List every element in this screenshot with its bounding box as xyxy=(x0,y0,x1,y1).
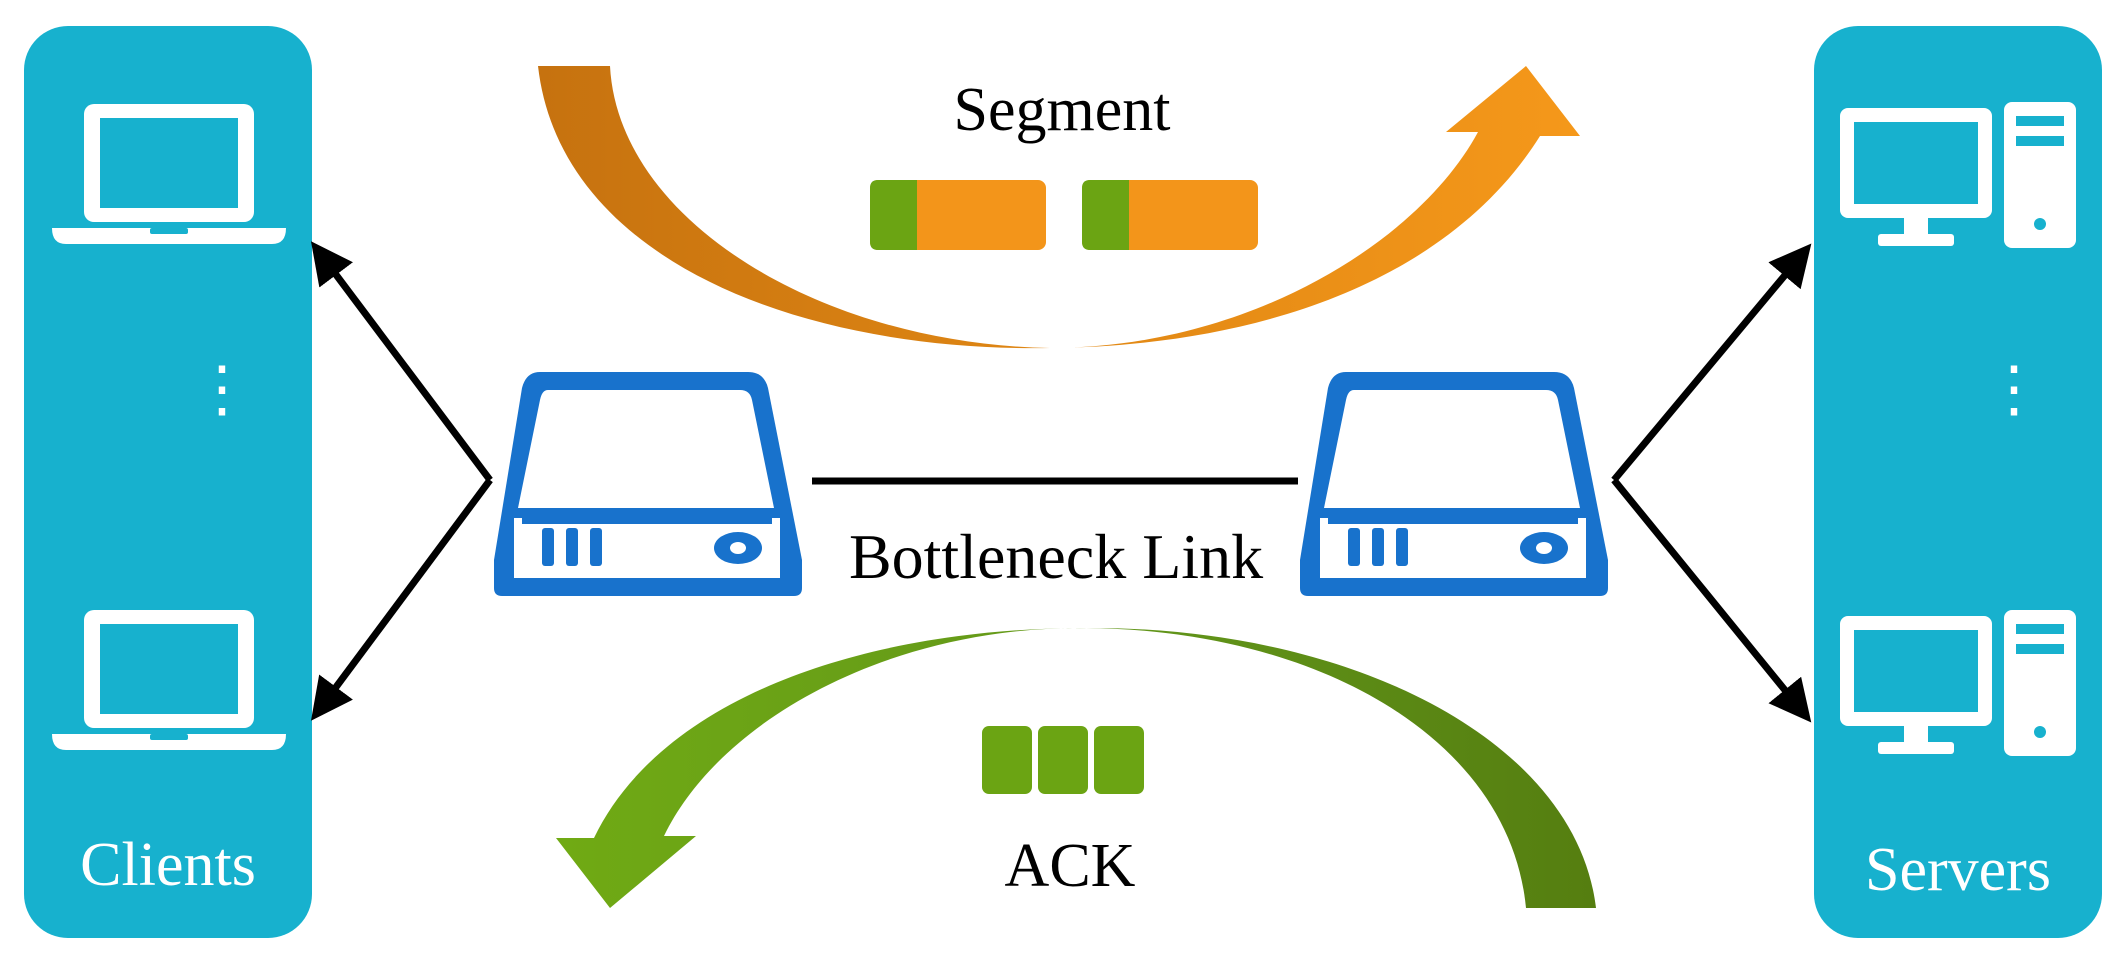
clients-ellipsis: ⋮ xyxy=(191,356,253,424)
ack-packet xyxy=(982,726,1032,794)
client-top-connector-arrow xyxy=(310,241,493,483)
segment-packet xyxy=(870,180,1046,250)
clients-panel: ⋮ Clients xyxy=(24,26,312,938)
ack-label: ACK xyxy=(1005,832,1136,900)
servers-label: Servers xyxy=(1865,836,2051,904)
router-icon xyxy=(1300,372,1608,596)
servers-ellipsis: ⋮ xyxy=(1983,356,2045,424)
server-bottom-connector-arrow xyxy=(1611,477,1812,723)
clients-label: Clients xyxy=(80,831,256,899)
segment-packet xyxy=(1082,180,1258,250)
segment-label: Segment xyxy=(954,76,1171,144)
ack-packets xyxy=(982,726,1144,794)
server-top-connector-arrow xyxy=(1611,243,1812,483)
laptop-icon xyxy=(52,104,286,244)
ack-packet xyxy=(1038,726,1088,794)
ack-packet xyxy=(1094,726,1144,794)
client-bottom-connector-arrow xyxy=(310,477,493,721)
desktop-computer-icon xyxy=(1840,610,2076,756)
bottleneck-link-label: Bottleneck Link xyxy=(849,521,1263,592)
desktop-computer-icon xyxy=(1840,102,2076,248)
router-icon xyxy=(494,372,802,596)
servers-panel: ⋮ Servers xyxy=(1814,26,2102,938)
laptop-icon xyxy=(52,610,286,750)
